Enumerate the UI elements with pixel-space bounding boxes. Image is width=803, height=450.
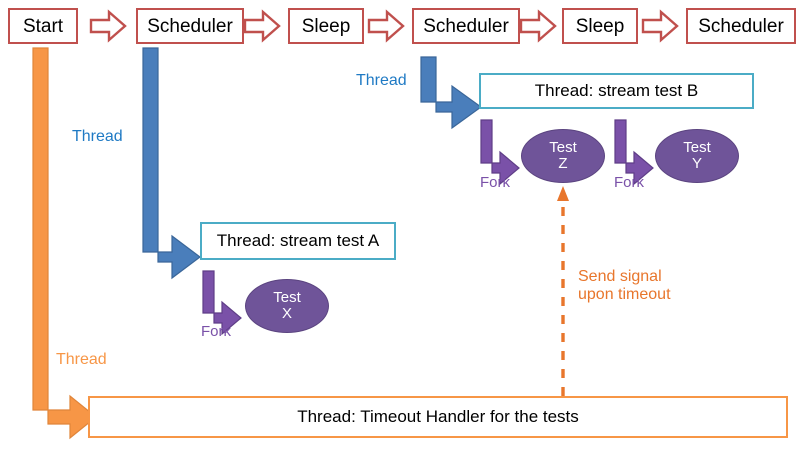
block-arrow-right-icon-2 [243, 9, 281, 43]
signal-note-line-2: upon timeout [578, 285, 671, 303]
signal-timeout-arrow [557, 186, 569, 396]
thread-arrow-stream-test-a [142, 47, 201, 280]
fork-label-test-x: Fork [201, 323, 231, 340]
test-node-y[interactable]: Test Y [655, 129, 739, 183]
thread-box-stream-test-b[interactable]: Thread: stream test B [479, 73, 754, 109]
thread-label-scheduler-2: Thread [356, 72, 407, 89]
flow-step-scheduler-2[interactable]: Scheduler [412, 8, 520, 44]
thread-label-scheduler-1: Thread [72, 128, 123, 145]
block-arrow-right-icon-1 [89, 9, 127, 43]
flow-step-sleep-2[interactable]: Sleep [562, 8, 638, 44]
block-arrow-right-icon-5 [641, 9, 679, 43]
test-node-x-id: X [281, 305, 292, 322]
thread-box-timeout-handler[interactable]: Thread: Timeout Handler for the tests [88, 396, 788, 438]
test-node-z[interactable]: Test Z [521, 129, 605, 183]
thread-arrow-stream-test-b [420, 56, 483, 130]
flow-step-start[interactable]: Start [8, 8, 78, 44]
test-node-x-name: Test [273, 288, 301, 306]
thread-box-stream-test-a[interactable]: Thread: stream test A [200, 222, 396, 260]
flow-step-scheduler-3[interactable]: Scheduler [686, 8, 796, 44]
flow-step-sleep-1[interactable]: Sleep [288, 8, 364, 44]
test-node-y-name: Test [683, 138, 711, 156]
signal-note-line-1: Send signal [578, 268, 662, 285]
thread-arrow-timeout-handler [32, 47, 97, 440]
fork-label-test-z: Fork [480, 174, 510, 191]
test-node-z-name: Test [549, 138, 577, 156]
thread-label-timeout: Thread [56, 351, 107, 368]
test-node-y-id: Y [691, 155, 702, 172]
flow-step-scheduler-1[interactable]: Scheduler [136, 8, 244, 44]
test-node-x[interactable]: Test X [245, 279, 329, 333]
block-arrow-right-icon-3 [367, 9, 405, 43]
test-node-z-id: Z [558, 155, 568, 172]
block-arrow-right-icon-4 [519, 9, 557, 43]
fork-label-test-y: Fork [614, 174, 644, 191]
signal-note: Send signal upon timeout [578, 268, 671, 304]
